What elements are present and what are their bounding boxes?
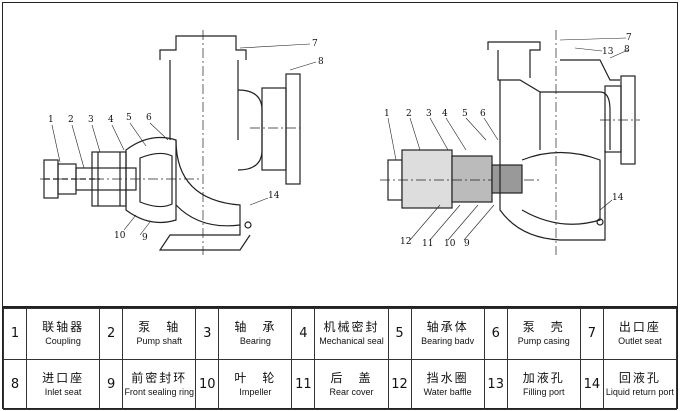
- left-casing: [125, 30, 301, 255]
- part-14-zh: 回液孔: [618, 370, 661, 385]
- part-8-zh: 进口座: [42, 370, 85, 385]
- callout-left-5: 5: [126, 113, 132, 123]
- part-9-number: 9: [99, 358, 124, 410]
- right-callouts: 1 2 3 4 5 6 7 8 9 10 11 12 13 14: [384, 33, 632, 249]
- callout-right-5: 5: [462, 109, 468, 119]
- part-11-number: 11: [291, 358, 316, 410]
- part-5-number: 5: [387, 308, 412, 360]
- part-2-zh: 泵 轴: [138, 320, 181, 335]
- part-9-en: Front sealing ring: [124, 386, 194, 397]
- part-7-en: Outlet seat: [618, 336, 662, 347]
- callout-left-8: 8: [318, 57, 324, 67]
- callout-left-4: 4: [108, 115, 114, 125]
- callout-left-10: 10: [114, 231, 126, 241]
- part-1-zh: 联轴器: [42, 320, 85, 335]
- part-6-en: Pump casing: [517, 336, 570, 347]
- callout-left-9: 9: [142, 233, 148, 243]
- callout-left-14: 14: [268, 191, 280, 201]
- right-casing: [487, 30, 640, 255]
- part-6-number: 6: [483, 308, 508, 360]
- part-12-number: 12: [387, 358, 412, 410]
- part-2-en: Pump shaft: [136, 336, 182, 347]
- part-2-number: 2: [99, 308, 124, 360]
- part-5-en: Bearing badv: [421, 336, 475, 347]
- part-14-en: Liquid return port: [605, 386, 674, 397]
- part-13-zh: 加液孔: [522, 370, 565, 385]
- callout-right-12: 12: [400, 237, 411, 247]
- part-5-zh: 轴承体: [426, 320, 469, 335]
- left-callouts: 1 2 3 4 5 6 7 8 9 10 14: [48, 39, 324, 243]
- part-13-en: Filling port: [523, 386, 565, 397]
- part-1-number: 1: [3, 308, 27, 360]
- part-4-number: 4: [291, 308, 316, 360]
- part-14-number: 14: [579, 358, 604, 410]
- part-10-zh: 叶 轮: [234, 370, 277, 385]
- part-7-zh: 出口座: [618, 320, 661, 335]
- left-shaft-bearing: [40, 151, 200, 207]
- part-11-en: Rear cover: [329, 386, 374, 397]
- callout-right-4: 4: [442, 109, 448, 119]
- callout-left-1: 1: [48, 115, 54, 125]
- part-1-en: Coupling: [45, 336, 81, 347]
- callout-right-6: 6: [480, 109, 486, 119]
- callout-right-14: 14: [612, 193, 624, 203]
- callout-right-9: 9: [464, 239, 470, 249]
- callout-right-11: 11: [422, 239, 433, 249]
- part-9-zh: 前密封环: [131, 370, 188, 385]
- callout-left-3: 3: [88, 115, 94, 125]
- part-10-number: 10: [195, 358, 220, 410]
- part-6-zh: 泵 壳: [522, 320, 565, 335]
- callout-right-2: 2: [406, 109, 412, 119]
- part-3-zh: 轴 承: [234, 320, 277, 335]
- part-4-en: Mechanical seal: [319, 336, 384, 347]
- part-10-en: Impeller: [239, 386, 272, 397]
- part-8-en: Inlet seat: [44, 386, 82, 397]
- part-12-en: Water baffle: [423, 386, 472, 397]
- leader-lines: [51, 37, 629, 241]
- callout-right-1: 1: [384, 109, 390, 119]
- callout-right-13: 13: [602, 47, 614, 57]
- right-coupling-shaft: [380, 149, 540, 209]
- callout-right-7: 7: [626, 33, 632, 43]
- callout-left-2: 2: [68, 115, 74, 125]
- callout-left-7: 7: [312, 39, 318, 49]
- callout-left-6: 6: [146, 113, 152, 123]
- part-11-zh: 后 盖: [330, 370, 373, 385]
- part-7-number: 7: [579, 308, 604, 360]
- part-3-en: Bearing: [239, 336, 271, 347]
- part-8-number: 8: [3, 358, 27, 410]
- callout-right-3: 3: [426, 109, 432, 119]
- pump-section-drawing: 1 2 3 4 5 6 7 8 9 10 14 1 2 3 4 5 6 7 8 …: [40, 30, 640, 255]
- part-13-number: 13: [483, 358, 508, 410]
- callout-right-10: 10: [444, 239, 456, 249]
- part-3-number: 3: [195, 308, 220, 360]
- callout-right-8: 8: [624, 45, 630, 55]
- part-12-zh: 挡水圈: [426, 370, 469, 385]
- part-4-zh: 机械密封: [323, 320, 380, 335]
